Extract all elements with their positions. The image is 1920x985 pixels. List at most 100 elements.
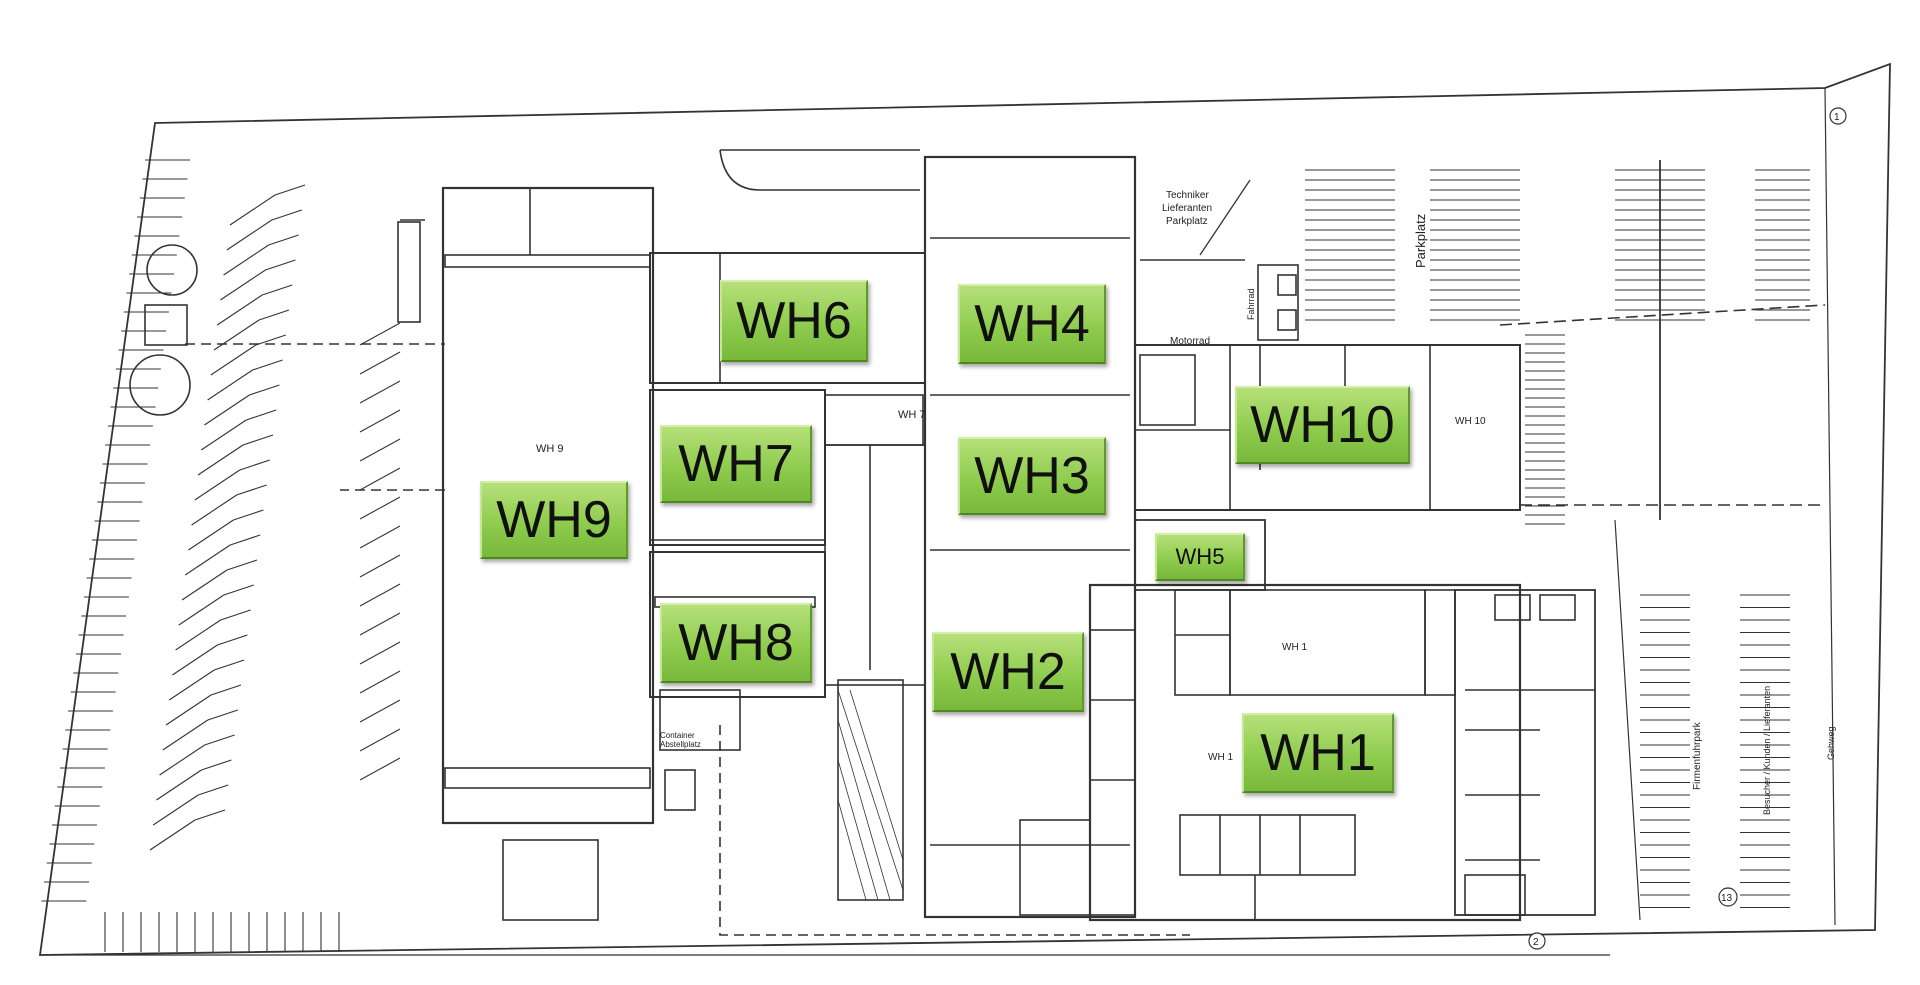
parking-stall-line bbox=[230, 534, 261, 546]
parking-stall-line bbox=[233, 509, 264, 521]
parking-stall-line bbox=[359, 728, 401, 752]
parking-stall-line bbox=[246, 409, 277, 421]
marker-1: 1 bbox=[1834, 112, 1840, 123]
parking-stall-line bbox=[159, 744, 205, 776]
parking-stall-line bbox=[359, 670, 401, 694]
parking-stall-line bbox=[220, 269, 266, 301]
parking-stall-line bbox=[165, 694, 212, 726]
parking-stall-line bbox=[188, 519, 234, 551]
parking-stall-line bbox=[181, 569, 228, 601]
label-lieferanten: Lieferanten bbox=[1162, 203, 1212, 214]
parking-stall-line bbox=[201, 759, 232, 771]
parking-stall-line bbox=[216, 294, 263, 326]
label-motorrad: Motorrad bbox=[1170, 336, 1210, 347]
parking-stall-line bbox=[207, 709, 238, 721]
parking-stall-line bbox=[156, 769, 202, 801]
wh7-label[interactable]: WH7 bbox=[660, 425, 812, 503]
wh4-label[interactable]: WH4 bbox=[958, 284, 1106, 364]
parking-stall-line bbox=[223, 584, 254, 596]
wh2-label[interactable]: WH2 bbox=[932, 632, 1084, 712]
label-container: Container bbox=[660, 731, 695, 740]
parking-stall-line bbox=[359, 554, 401, 578]
parking-stall-line bbox=[229, 194, 276, 226]
parking-stall-line bbox=[175, 619, 221, 651]
label-abstellplatz: Abstellplatz bbox=[660, 740, 701, 749]
parking-stall-line bbox=[249, 384, 280, 396]
parking-stall-line bbox=[214, 659, 245, 671]
room-label-wh1-upper: WH 1 bbox=[1282, 642, 1307, 653]
wh9-building bbox=[441, 186, 655, 825]
parking-stall-line bbox=[359, 351, 401, 375]
parking-stall-line bbox=[255, 334, 286, 346]
parking-stall-line bbox=[198, 784, 229, 796]
parking-stall-line bbox=[359, 525, 401, 549]
parking-stall-line bbox=[194, 809, 226, 821]
parking-stall-line bbox=[204, 394, 250, 426]
label-firmenfuhrpark: Firmenfuhrpark bbox=[1692, 721, 1703, 790]
parking-stall-line bbox=[162, 719, 209, 751]
wh5-label[interactable]: WH5 bbox=[1155, 533, 1245, 581]
label-besucher: Besucher / Kunden / Lieferanten bbox=[1762, 686, 1772, 815]
parking-stall-line bbox=[359, 757, 401, 781]
parking-stall-line bbox=[197, 444, 244, 476]
parking-stall-line bbox=[191, 494, 237, 526]
right-parking-stalls bbox=[1305, 169, 1810, 525]
marker-2: 2 bbox=[1533, 937, 1539, 948]
label-parkplatz: Parkplatz bbox=[1413, 214, 1428, 268]
parking-stall-line bbox=[168, 669, 215, 701]
parking-stall-line bbox=[359, 380, 401, 404]
parking-stall-line bbox=[204, 734, 235, 746]
parking-stall-line bbox=[172, 644, 218, 676]
room-label-wh9: WH 9 bbox=[536, 443, 564, 455]
wh10-label[interactable]: WH10 bbox=[1235, 386, 1410, 464]
parking-stall-line bbox=[152, 794, 199, 826]
marker-2-circle bbox=[1528, 932, 1546, 950]
parking-stall-line bbox=[359, 699, 401, 723]
wh3-label[interactable]: WH3 bbox=[958, 437, 1106, 515]
room-label-wh1-lower: WH 1 bbox=[1208, 752, 1233, 763]
parking-stall-line bbox=[226, 219, 273, 251]
parking-stall-line bbox=[274, 184, 306, 196]
label-techniker: Techniker bbox=[1166, 190, 1209, 201]
wh10-building bbox=[1134, 344, 1521, 511]
diagonal-parking bbox=[149, 184, 401, 851]
bottom-parking-stalls bbox=[104, 912, 340, 952]
wh8-label[interactable]: WH8 bbox=[660, 603, 812, 683]
parking-stall-line bbox=[184, 544, 231, 576]
parking-stall-line bbox=[359, 322, 401, 346]
tank-lower bbox=[129, 354, 191, 416]
label-gehweg: Gehweg bbox=[1826, 726, 1836, 760]
wh6-label[interactable]: WH6 bbox=[720, 280, 868, 362]
marker-13: 13 bbox=[1721, 893, 1733, 904]
parking-stall-line bbox=[359, 641, 401, 665]
parking-stall-line bbox=[359, 409, 401, 433]
parking-stall-line bbox=[194, 469, 241, 501]
parking-stall-line bbox=[359, 612, 401, 636]
room-label-wh7: WH 7 bbox=[898, 409, 926, 421]
site-boundary bbox=[38, 62, 1891, 956]
parking-stall-line bbox=[178, 594, 225, 626]
left-parking-stalls bbox=[41, 159, 191, 902]
wh9-label[interactable]: WH9 bbox=[480, 481, 628, 559]
wh1-label[interactable]: WH1 bbox=[1242, 713, 1394, 793]
marker-1-circle bbox=[1829, 107, 1847, 125]
parking-stall-line bbox=[223, 244, 269, 276]
parking-stall-line bbox=[207, 369, 253, 401]
parking-stall-line bbox=[258, 309, 290, 321]
wh1-building bbox=[1088, 583, 1522, 922]
parking-stall-line bbox=[236, 484, 267, 496]
parking-stall-line bbox=[226, 559, 258, 571]
parking-stall-line bbox=[359, 438, 401, 462]
parking-stall-line bbox=[213, 319, 260, 351]
marker-13-circle bbox=[1718, 887, 1738, 907]
visitor-parking-stalls bbox=[1640, 594, 1790, 909]
parking-stall-line bbox=[217, 634, 248, 646]
label-fahrrad: Fahrrad bbox=[1246, 288, 1256, 320]
parking-stall-line bbox=[252, 359, 283, 371]
parking-stall-line bbox=[359, 467, 401, 491]
parking-stall-line bbox=[271, 209, 302, 221]
parking-stall-line bbox=[149, 819, 196, 851]
tank-upper bbox=[146, 244, 198, 296]
parking-stall-line bbox=[359, 496, 401, 520]
